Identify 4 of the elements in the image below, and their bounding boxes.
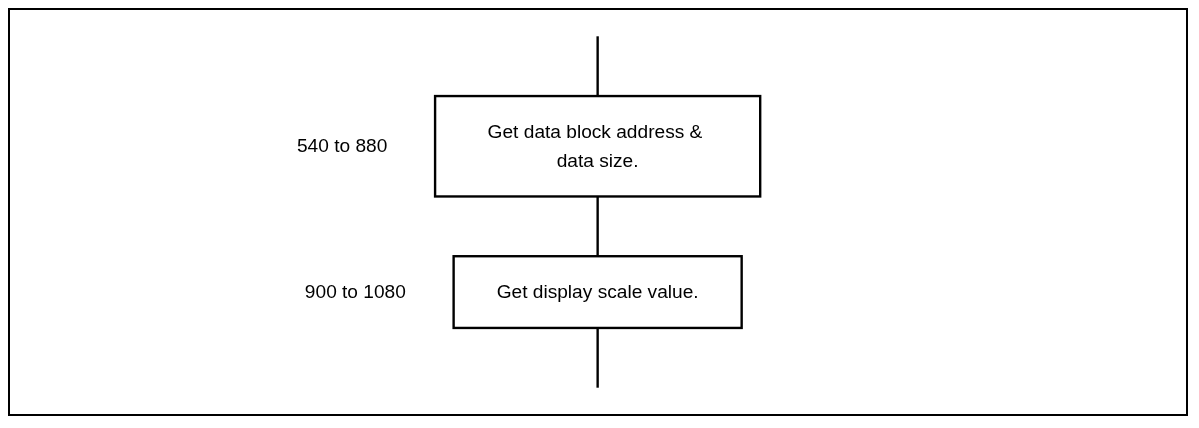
line-range-label: 540 to 880 bbox=[297, 135, 388, 157]
line-range-label: 900 to 1080 bbox=[305, 281, 407, 303]
process-box: Get display scale value. bbox=[452, 255, 744, 330]
process-box: Get data block address & data size. bbox=[434, 94, 762, 198]
